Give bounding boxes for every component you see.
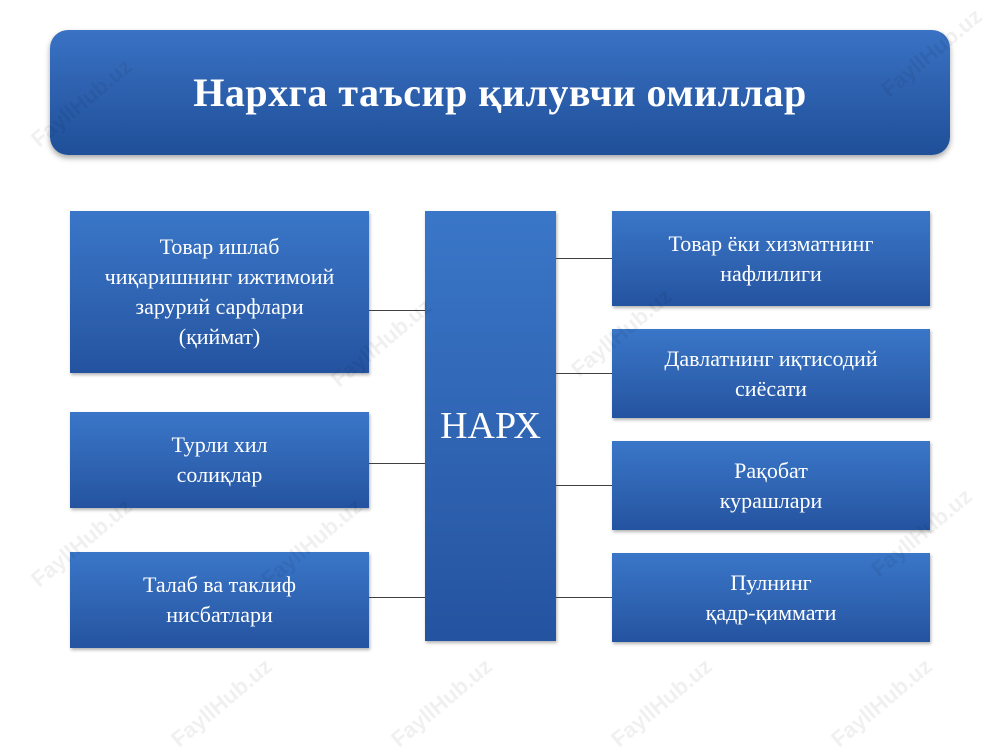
center-label: НАРХ: [440, 405, 541, 447]
watermark: FayllHub.uz: [606, 653, 717, 752]
right-factor-box-utility: Товар ёки хизматнинг нафлилиги: [612, 211, 930, 306]
connector-left-2: [369, 463, 425, 464]
right-factor-box-money-value: Пулнинг қадр-қиммати: [612, 553, 930, 642]
connector-right-4: [556, 597, 612, 598]
watermark: FayllHub.uz: [166, 653, 277, 752]
connector-right-3: [556, 485, 612, 486]
watermark: FayllHub.uz: [826, 653, 937, 752]
title-banner: Нархга таъсир қилувчи омиллар: [50, 30, 950, 155]
connector-left-3: [369, 597, 425, 598]
connector-left-1: [369, 310, 425, 311]
left-factor-box-supply-demand: Талаб ва таклиф нисбатлари: [70, 552, 369, 648]
watermark: FayllHub.uz: [386, 653, 497, 752]
left-factor-box-taxes: Турли хил солиқлар: [70, 412, 369, 508]
connector-right-1: [556, 258, 612, 259]
connector-right-2: [556, 373, 612, 374]
right-factor-box-competition: Рақобат курашлари: [612, 441, 930, 530]
left-factor-box-value: Товар ишлаб чиқаришнинг ижтимоий зарурий…: [70, 211, 369, 373]
center-box-price: НАРХ: [425, 211, 556, 641]
diagram-title: Нархга таъсир қилувчи омиллар: [193, 70, 807, 115]
right-factor-box-policy: Давлатнинг иқтисодий сиёсати: [612, 329, 930, 418]
